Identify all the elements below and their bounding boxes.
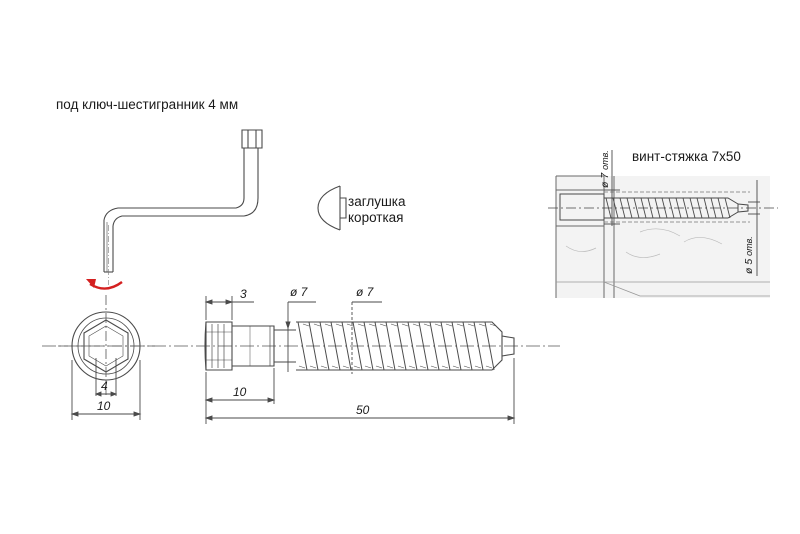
thread-crest — [451, 321, 462, 371]
inset-thread-crest — [724, 197, 731, 219]
dim-shank-diameter: ø 7 — [290, 285, 308, 299]
cap-drawing — [317, 185, 347, 231]
screw-title-label: винт-стяжка 7x50 — [632, 149, 741, 164]
thread-crest — [330, 321, 341, 371]
thread-flank — [463, 323, 475, 369]
inset-thread-crest — [647, 197, 654, 219]
thread-flank — [397, 323, 409, 369]
thread-crest — [429, 321, 440, 371]
screw-threads — [297, 321, 497, 371]
thread-flank — [331, 323, 343, 369]
thread-crest — [308, 321, 319, 371]
thread-crest — [341, 321, 352, 371]
thread-flank — [419, 323, 431, 369]
thread-crest — [462, 321, 473, 371]
thread-crest — [407, 321, 418, 371]
main-screw — [42, 321, 560, 371]
thread-flank — [474, 323, 486, 369]
thread-flank — [342, 323, 354, 369]
inset-thread-crest — [682, 197, 689, 219]
thread-flank — [386, 323, 398, 369]
thread-flank — [298, 323, 310, 369]
thread-flank — [441, 323, 453, 369]
thread-flank — [430, 323, 442, 369]
hex-key-label: под ключ-шестигранник 4 мм — [56, 97, 239, 112]
screw-dimension-lines — [204, 296, 516, 424]
thread-flank — [408, 323, 420, 369]
thread-crest — [418, 321, 429, 371]
dim-hex-outer: 10 — [97, 399, 111, 413]
dim-head-depth: 3 — [240, 287, 247, 301]
thread-flank — [452, 323, 464, 369]
curved-arrow-icon — [86, 279, 123, 290]
thread-crest — [374, 321, 385, 371]
thread-crest — [297, 321, 308, 371]
thread-crest — [319, 321, 330, 371]
inset-thread-crest — [717, 197, 724, 219]
dim-inset-hole-top-note: отв. — [600, 150, 610, 170]
thread-flank — [364, 323, 376, 369]
assembly-inset — [548, 150, 778, 298]
thread-flank — [485, 323, 497, 369]
thread-crest — [352, 321, 363, 371]
dim-inset-hole-bottom-note: отв. — [744, 236, 754, 256]
thread-flank — [309, 323, 321, 369]
thread-crest — [385, 321, 396, 371]
thread-crest — [440, 321, 451, 371]
hex-key — [103, 129, 263, 285]
thread-flank — [353, 323, 365, 369]
dim-inset-hole-top-value: ø 7 — [599, 172, 611, 188]
thread-crest — [473, 321, 484, 371]
dim-inset-hole-top: ø 7 отв. — [599, 150, 611, 188]
dim-head-length: 10 — [233, 385, 247, 399]
hex-dimension-lines — [70, 358, 142, 420]
dim-total-length: 50 — [356, 403, 370, 417]
thread-flank — [320, 323, 332, 369]
thread-flank — [375, 323, 387, 369]
thread-crest — [484, 321, 495, 371]
dim-inset-hole-bottom: ø 5 отв. — [743, 236, 755, 274]
dim-hex-inner: 4 — [101, 379, 108, 393]
dim-thread-diameter: ø 7 — [356, 285, 374, 299]
thread-crest — [363, 321, 374, 371]
inset-thread-crest — [633, 197, 640, 219]
thread-crest — [396, 321, 407, 371]
dim-inset-hole-bottom-value: ø 5 — [743, 258, 755, 274]
inset-thread-crest — [668, 197, 675, 219]
